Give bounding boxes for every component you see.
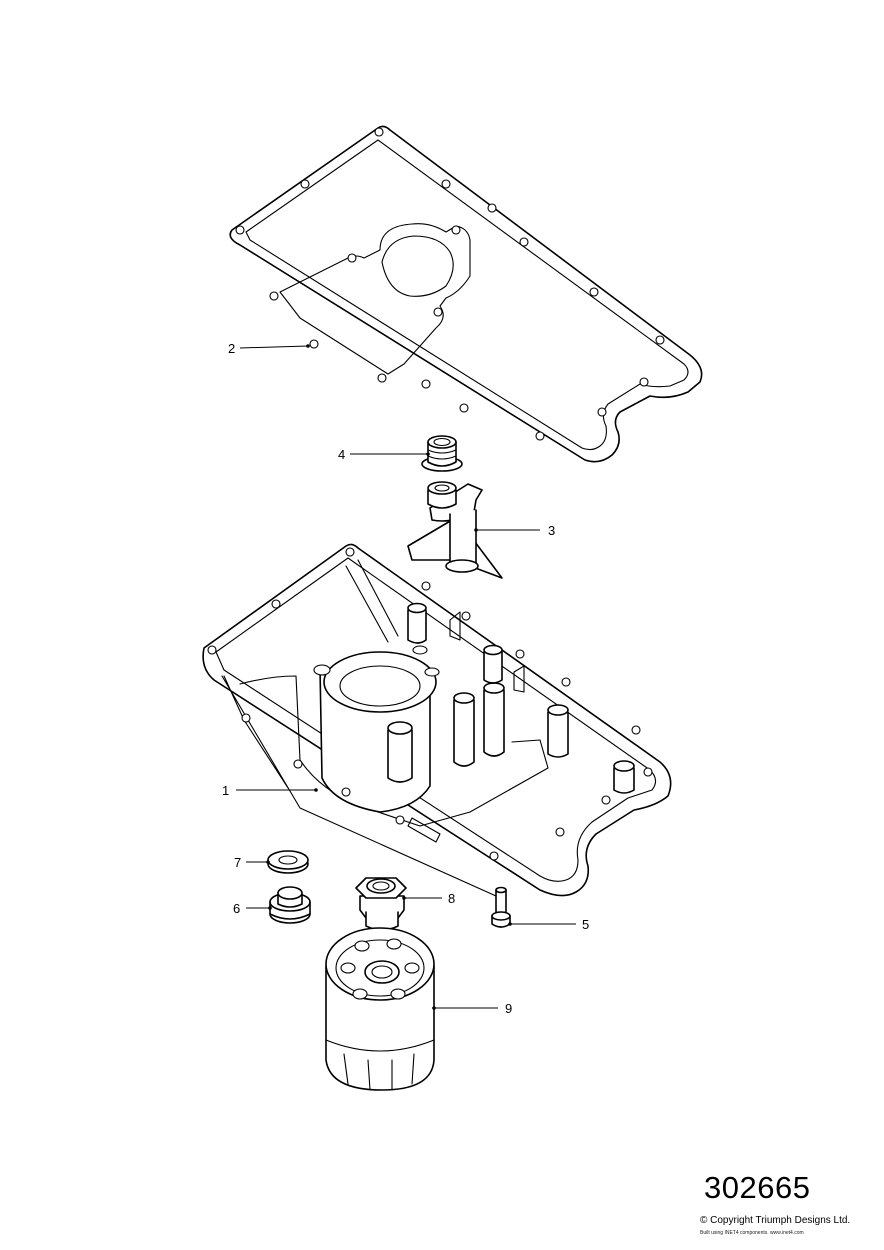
part-6-drain-plug <box>269 886 311 924</box>
part-7-washer <box>267 850 309 874</box>
callout-5-label: 5 <box>582 917 589 932</box>
built-with-notice: Built using INET4 components. www.inet4.… <box>700 1230 804 1236</box>
callout-2-label: 2 <box>228 341 235 356</box>
callout-8: 8 <box>402 891 455 906</box>
callout-2: 2 <box>228 341 310 356</box>
callout-7-label: 7 <box>234 855 241 870</box>
callout-7: 7 <box>234 855 270 870</box>
callout-5: 5 <box>508 917 589 932</box>
callout-6-label: 6 <box>233 901 240 916</box>
copyright-notice: © Copyright Triumph Designs Ltd. <box>700 1215 851 1226</box>
callout-4-label: 4 <box>338 447 345 462</box>
part-2-gasket <box>229 125 703 463</box>
diagram-number: 302665 <box>704 1170 811 1205</box>
part-3-strainer <box>407 481 503 579</box>
part-8-adaptor <box>355 877 407 931</box>
callout-3-label: 3 <box>548 523 555 538</box>
callout-3: 3 <box>474 523 555 538</box>
callout-8-label: 8 <box>448 891 455 906</box>
part-1-sump-pan <box>202 543 672 897</box>
part-4-plug <box>421 435 463 472</box>
callout-9-label: 9 <box>505 1001 512 1016</box>
callout-1: 1 <box>222 783 318 798</box>
callout-4: 4 <box>338 447 430 462</box>
callout-1-label: 1 <box>222 783 229 798</box>
callout-9: 9 <box>432 1001 512 1016</box>
part-9-oil-filter <box>325 927 435 1091</box>
part-5-bolt <box>491 886 511 928</box>
gasket-bolt-holes <box>235 127 665 441</box>
pan-bolt-holes <box>207 547 653 861</box>
callout-6: 6 <box>233 901 272 916</box>
